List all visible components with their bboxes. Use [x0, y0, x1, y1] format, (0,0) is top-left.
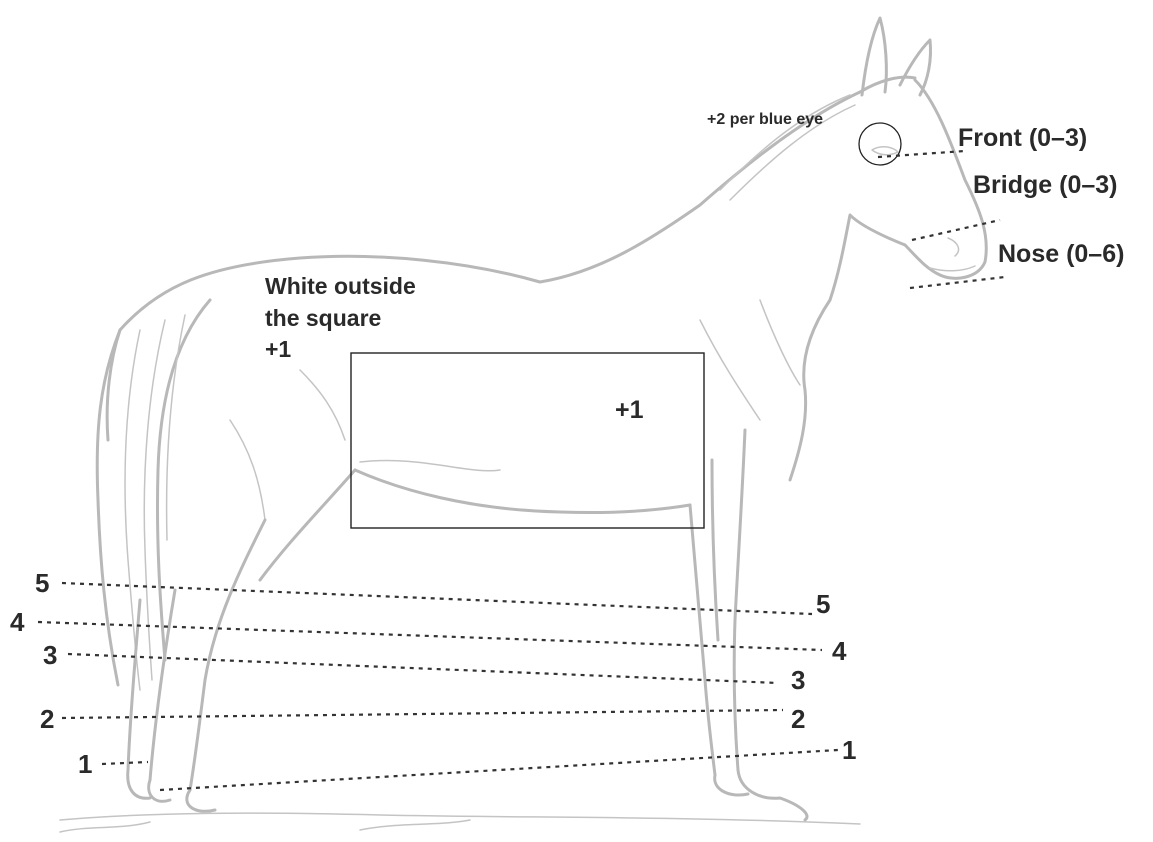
leg-level-left-4: 4 [10, 607, 25, 637]
leg-level-right-3: 3 [791, 665, 805, 695]
outside-square-label-line3: +1 [265, 336, 291, 362]
leg-level-right-5: 5 [816, 589, 830, 619]
horse-illustration [60, 18, 986, 832]
front-label: Front (0–3) [958, 124, 1087, 152]
outside-square-label-line2: the square [265, 305, 381, 331]
leg-level-right-1: 1 [842, 735, 856, 765]
leg-line-2 [62, 710, 783, 718]
leg-level-right-4: 4 [832, 636, 847, 666]
leg-line-4 [38, 622, 822, 650]
outside-square-label-line1: White outside [265, 273, 416, 299]
inside-square-label: +1 [615, 396, 644, 424]
leg-level-right-2: 2 [791, 704, 805, 734]
blue-eye-label: +2 per blue eye [707, 111, 823, 128]
eye-circle [859, 123, 901, 165]
leg-level-left-2: 2 [40, 704, 54, 734]
leg-level-left-3: 3 [43, 640, 57, 670]
leg-level-left-5: 5 [35, 568, 49, 598]
body-square [351, 353, 704, 528]
leg-line-1-right [160, 750, 838, 790]
leg-level-left-1: 1 [78, 749, 92, 779]
bridge-label: Bridge (0–3) [973, 171, 1117, 199]
leg-line-3 [68, 654, 778, 683]
leg-line-1-left [102, 762, 148, 764]
nose-label: Nose (0–6) [998, 240, 1124, 268]
